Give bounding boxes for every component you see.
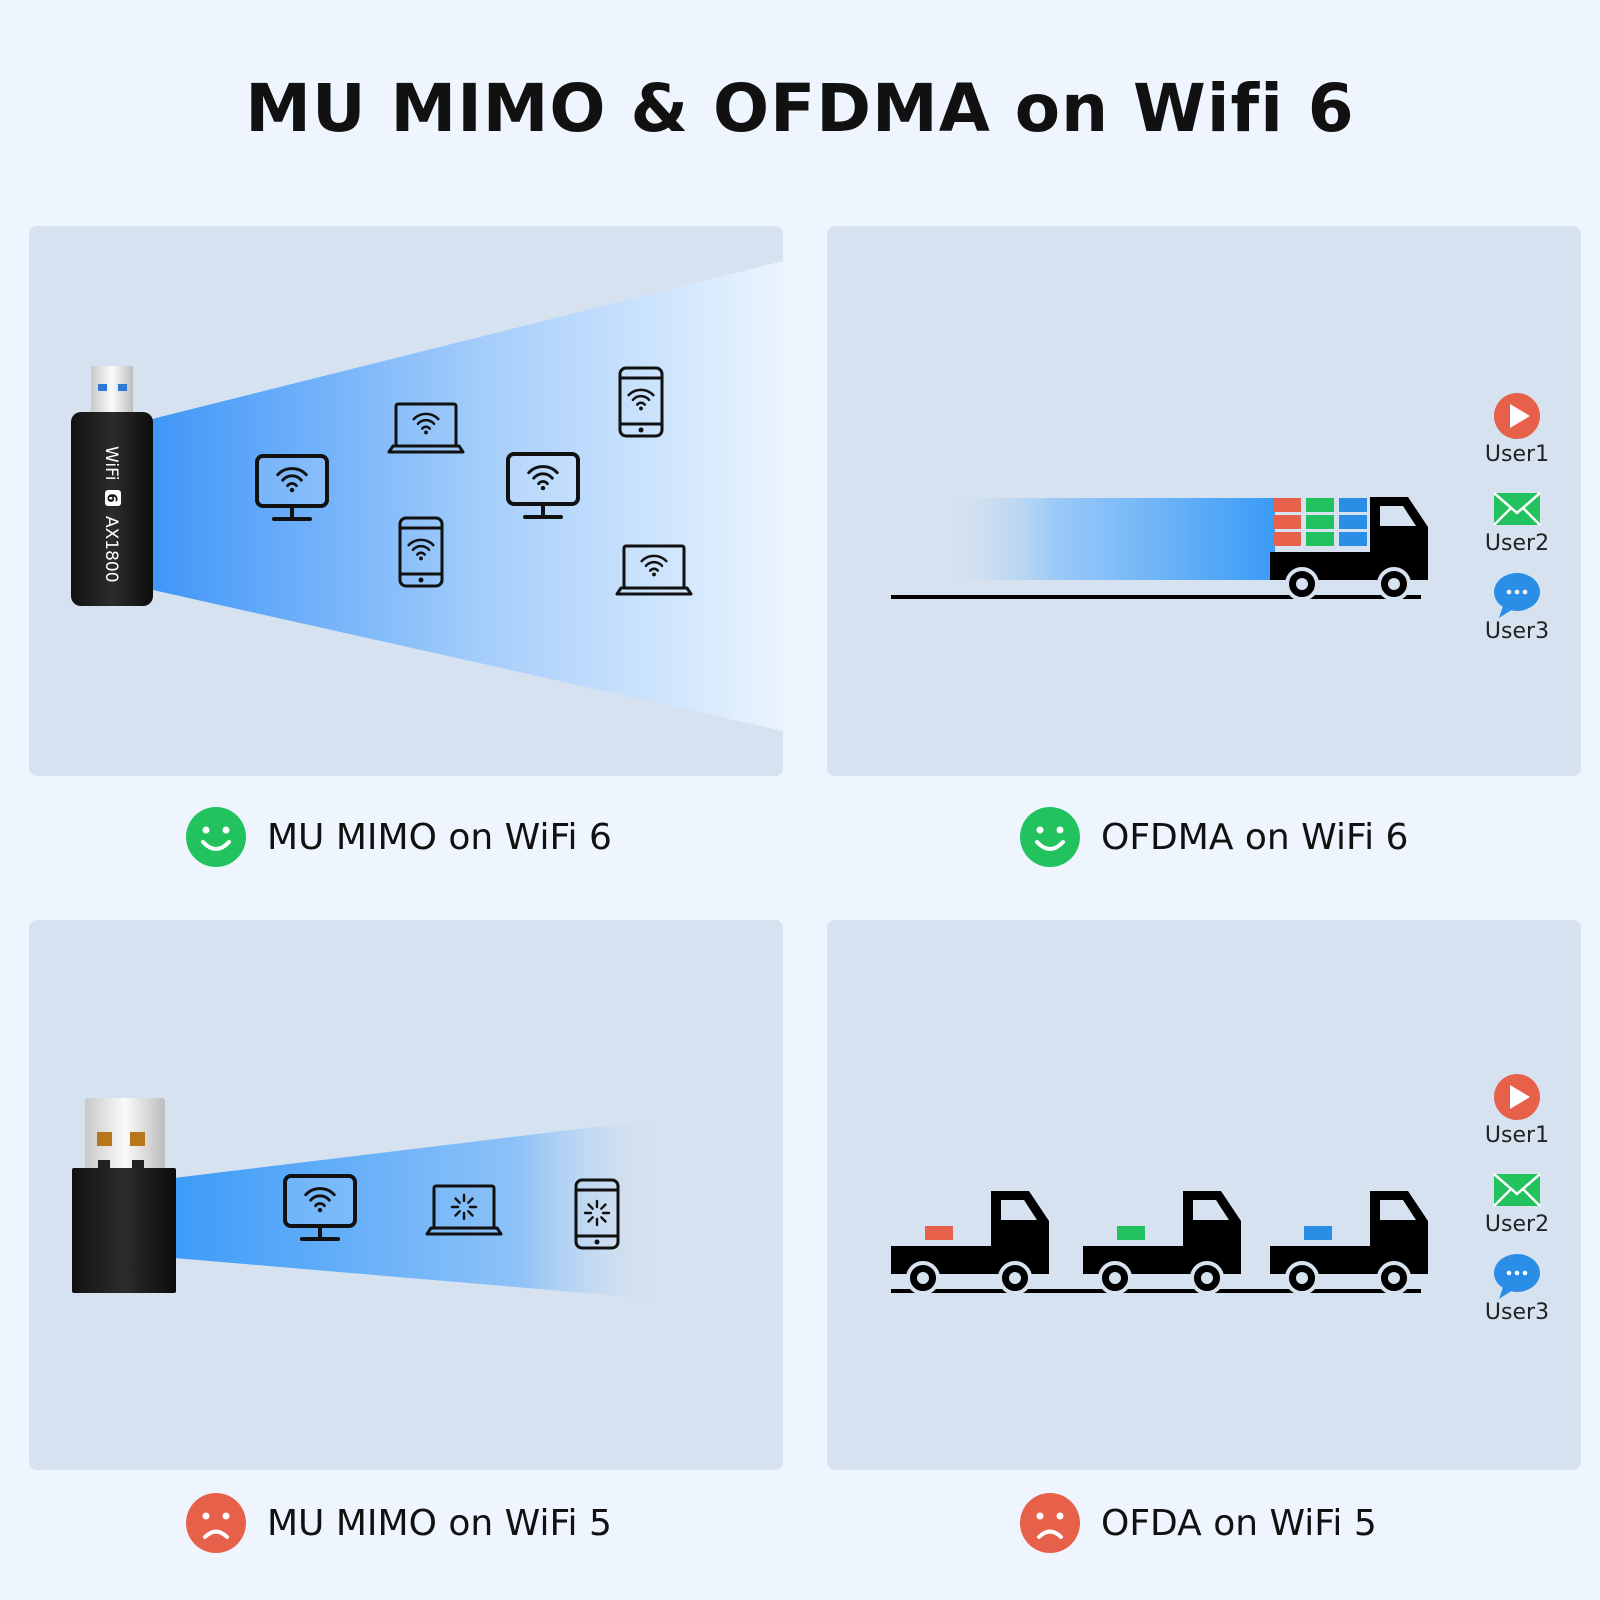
user2-label: User2 <box>1485 531 1549 556</box>
usb-dongle-small <box>72 1098 176 1293</box>
happy-face-icon <box>1020 807 1080 867</box>
chat-bubble-icon <box>1494 1254 1540 1299</box>
caption-mimo-wifi5: MU MIMO on WiFi 5 <box>185 1492 612 1554</box>
chat-bubble-icon <box>1494 573 1540 618</box>
dongle-wifi-text: WiFi <box>101 446 121 480</box>
panel-ofda-wifi5: User1 User2 User3 <box>827 920 1581 1470</box>
envelope-icon <box>1492 1172 1542 1208</box>
truck-icon <box>1081 1189 1243 1295</box>
usb-dongle-ax1800: WiFi 6 AX1800 <box>71 366 153 606</box>
sad-face-icon <box>1020 1493 1080 1553</box>
page-title: MU MIMO & OFDMA on Wifi 6 <box>245 70 1355 147</box>
play-icon <box>1494 393 1540 439</box>
envelope-icon <box>1492 491 1542 527</box>
laptop-loading-icon <box>425 1184 503 1236</box>
caption-mimo-wifi6: MU MIMO on WiFi 6 <box>185 806 612 868</box>
panel-ofdma-wifi6: User1 User2 User3 <box>827 226 1581 776</box>
user1-label: User1 <box>1485 442 1549 467</box>
signal-beam <box>144 261 783 731</box>
caption-ofdma-wifi6: OFDMA on WiFi 6 <box>1019 806 1408 868</box>
user3-label: User3 <box>1485 619 1549 644</box>
truck-icon <box>889 1189 1051 1295</box>
happy-face-icon <box>186 807 246 867</box>
truck-icon <box>1268 1189 1430 1295</box>
speed-trail <box>937 498 1275 580</box>
dongle-wifi-badge: 6 <box>104 494 119 503</box>
caption-text: OFDMA on WiFi 6 <box>1101 816 1409 858</box>
sad-face-icon <box>186 1493 246 1553</box>
panel-mimo-wifi5 <box>29 920 783 1470</box>
truck-icon <box>1268 495 1430 601</box>
user1-label: User1 <box>1485 1123 1549 1148</box>
user2-label: User2 <box>1485 1212 1549 1237</box>
panel-mimo-wifi6: WiFi 6 AX1800 <box>29 226 783 776</box>
play-icon <box>1494 1074 1540 1120</box>
caption-ofda-wifi5: OFDA on WiFi 5 <box>1019 1492 1377 1554</box>
cargo-blocks <box>1273 498 1367 546</box>
dongle-model-text: AX1800 <box>101 516 121 583</box>
caption-text: OFDA on WiFi 5 <box>1101 1502 1377 1544</box>
caption-text: MU MIMO on WiFi 5 <box>267 1502 612 1544</box>
user3-label: User3 <box>1485 1300 1549 1325</box>
phone-loading-icon <box>574 1178 620 1250</box>
caption-text: MU MIMO on WiFi 6 <box>267 816 612 858</box>
signal-beam <box>174 1118 669 1300</box>
